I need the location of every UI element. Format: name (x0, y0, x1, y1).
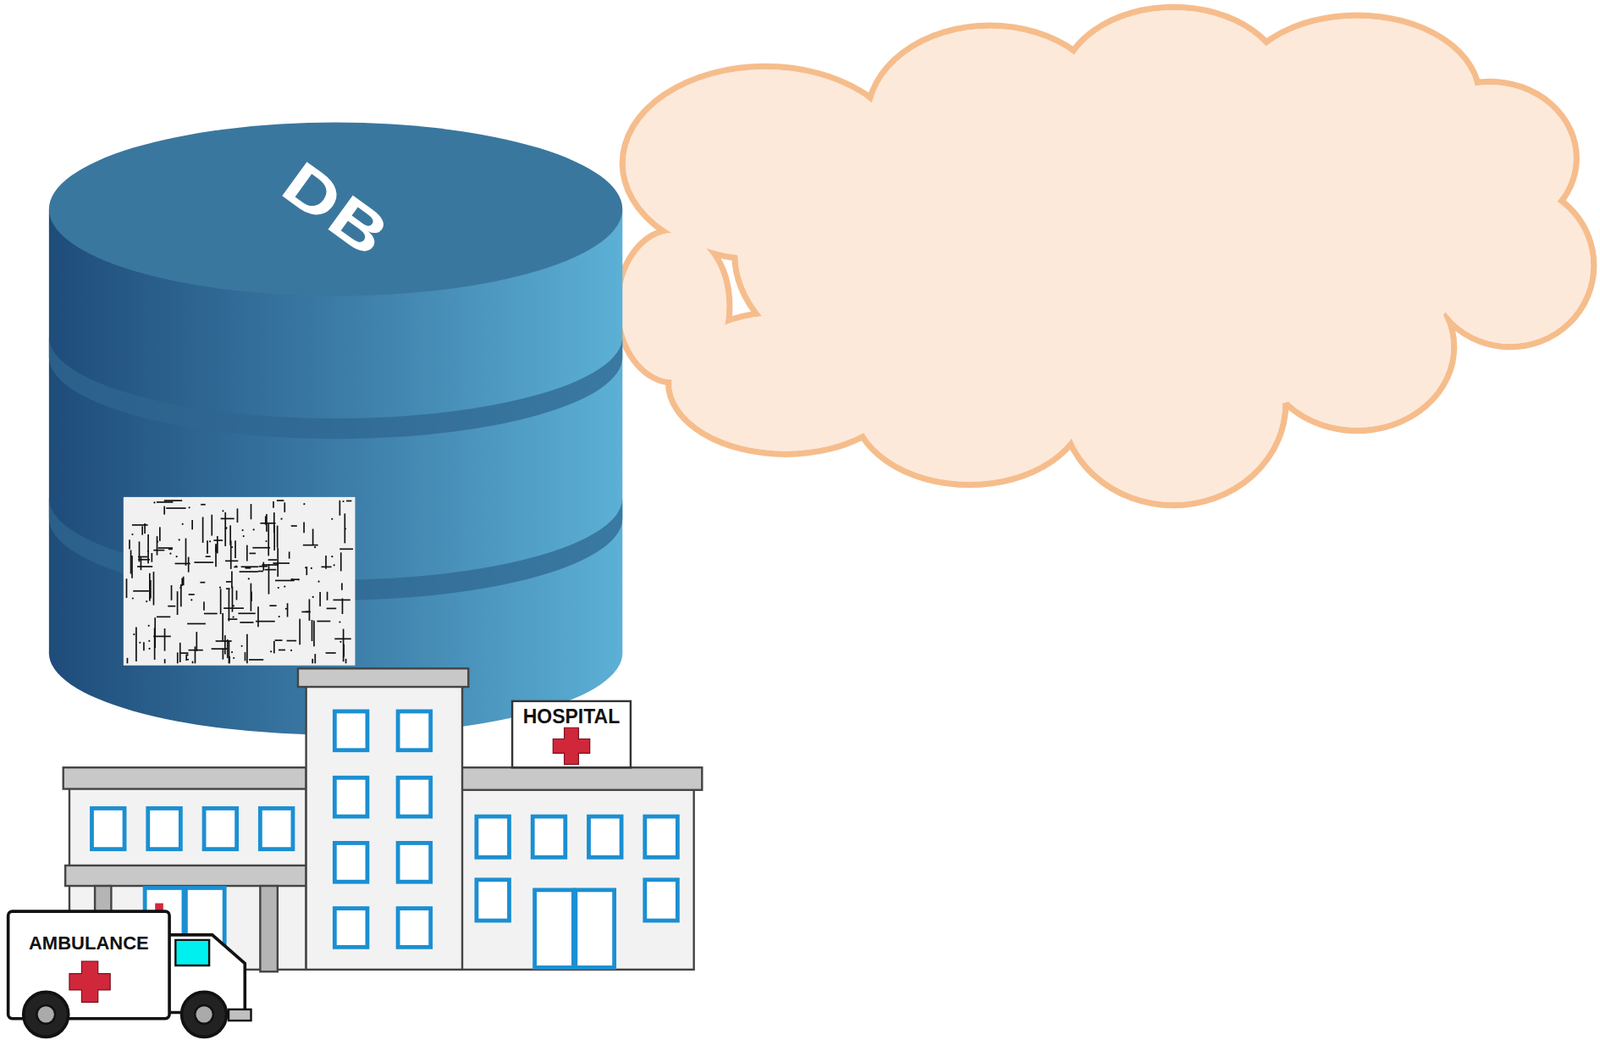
node-text: DB (270, 148, 402, 271)
database-label: DB (49, 122, 623, 297)
ambulance-vehicle (8, 910, 252, 1037)
red-cross (552, 727, 590, 764)
ambulance-body: AMBULANCE (8, 910, 170, 1019)
node-text: HOSPITAL (523, 706, 621, 728)
cloud (617, 6, 1595, 505)
sign-box: HOSPITAL (512, 700, 631, 767)
node-text: AMBULANCE (28, 932, 149, 954)
database-cylinder (49, 122, 623, 735)
